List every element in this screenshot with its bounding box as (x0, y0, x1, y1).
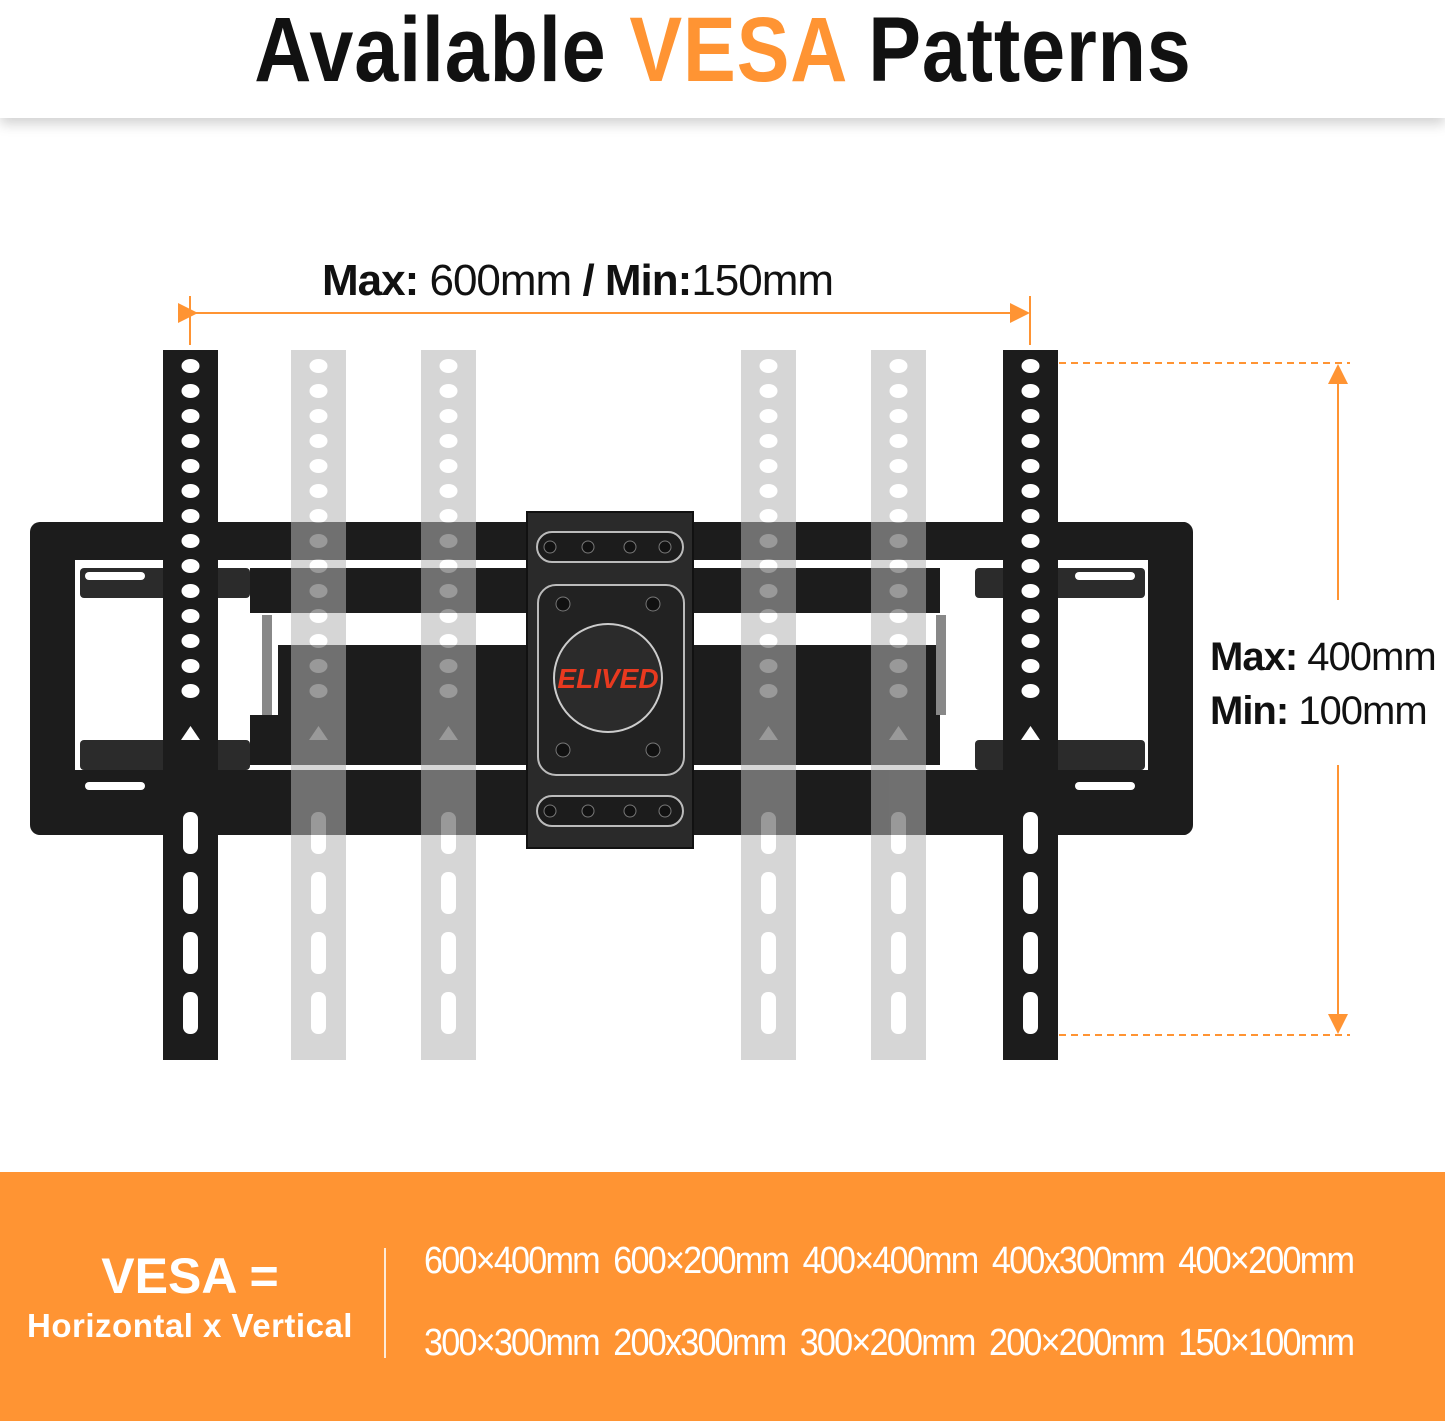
v-max-label: Max: (1210, 635, 1298, 679)
pattern-item: 200x300mm (613, 1322, 787, 1364)
horizontal-range-label: Max: 600mm / Min:150mm (322, 256, 834, 306)
pattern-item: 400×200mm (1178, 1240, 1355, 1282)
v-max-value: 400mm (1307, 635, 1436, 679)
horizontal-dimension-line (178, 296, 1031, 345)
pattern-item: 600×200mm (613, 1240, 790, 1282)
patterns-row-1: 600×400mm 600×200mm 400×400mm 400x300mm … (424, 1240, 1355, 1283)
tv-bracket-arm (163, 350, 218, 1060)
h-min-value: 150mm (691, 256, 834, 305)
pattern-item: 400x300mm (991, 1240, 1166, 1282)
v-min-label: Min: (1210, 689, 1289, 733)
pattern-item: 300×200mm (799, 1322, 977, 1364)
tv-mount-diagram: ELIVED (30, 296, 1350, 1060)
v-min-value: 100mm (1298, 689, 1427, 733)
pattern-item: 200×200mm (988, 1322, 1166, 1364)
tv-bracket-arm-ghost (291, 350, 346, 1060)
page-title: Available VESA Patterns (254, 0, 1191, 100)
pattern-item: 400×400mm (802, 1240, 980, 1282)
patterns-row-2: 300×300mm 200x300mm 300×200mm 200×200mm … (424, 1322, 1355, 1365)
vesa-label: VESA = (101, 1248, 279, 1304)
header: Available VESA Patterns (0, 0, 1445, 118)
tv-bracket-arm-ghost (421, 350, 476, 1060)
pattern-item: 600×400mm (424, 1240, 601, 1282)
vertical-range-label: Max: 400mm Min: 100mm (1210, 630, 1437, 738)
vertical-dimension-line (1035, 362, 1350, 1036)
brand-logo: ELIVED (557, 663, 658, 694)
pattern-item: 300×300mm (424, 1322, 601, 1364)
pattern-item: 150×100mm (1178, 1322, 1355, 1364)
vesa-patterns-banner: VESA = Horizontal x Vertical 600×400mm 6… (0, 1172, 1445, 1421)
title-pre: Available (253, 0, 607, 101)
vesa-definition: VESA = Horizontal x Vertical (0, 1248, 380, 1348)
vesa-subtitle: Horizontal x Vertical (27, 1307, 353, 1344)
title-accent: VESA (628, 0, 845, 101)
tv-bracket-arm-ghost (871, 350, 926, 1060)
h-max-label: Max: (322, 256, 419, 305)
tv-bracket-arm (1003, 350, 1058, 1060)
h-separator: / (582, 256, 594, 305)
center-plate: ELIVED (526, 511, 694, 849)
title-post: Patterns (867, 0, 1192, 101)
h-max-value: 600mm (429, 256, 572, 305)
divider (384, 1248, 386, 1358)
h-min-label: Min: (604, 256, 692, 305)
tv-bracket-arm-ghost (741, 350, 796, 1060)
